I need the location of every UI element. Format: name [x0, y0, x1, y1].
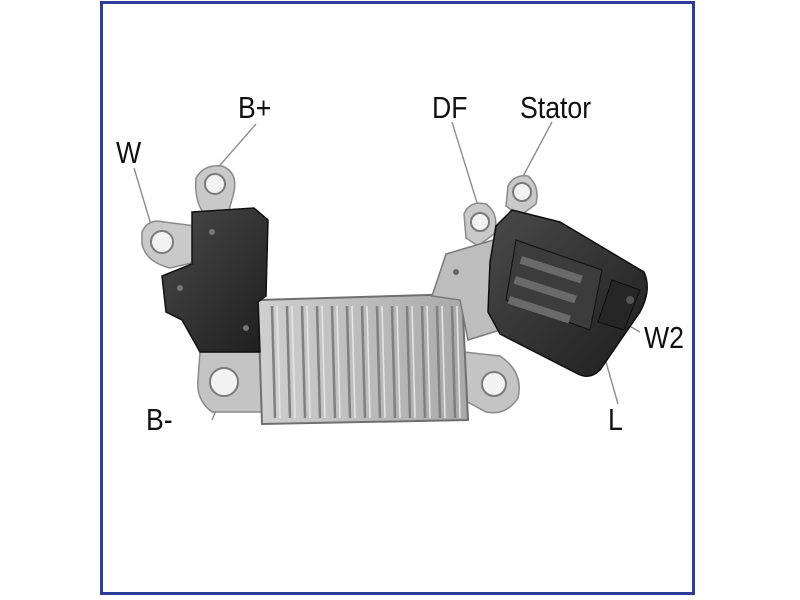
label-df: DF [432, 90, 468, 125]
heatsink-fins [270, 305, 461, 419]
heatsink-fin [360, 305, 367, 419]
heatsink-fin-highlight [291, 305, 296, 419]
heatsink-fin-highlight [336, 305, 341, 419]
heatsink-fin [405, 305, 412, 419]
heatsink-fin-highlight [426, 305, 431, 419]
label-stator: Stator [520, 90, 592, 125]
label-b-minus: B- [146, 402, 173, 437]
heatsink-fin-highlight [411, 305, 416, 419]
b-plus-terminal [194, 165, 236, 215]
heatsink-fin-highlight [366, 305, 371, 419]
heatsink-fin [435, 305, 442, 419]
heatsink-fin [270, 305, 277, 419]
right-mounting-terminal [463, 351, 520, 414]
heatsink-fin-highlight [321, 305, 326, 419]
heatsink-fin-highlight [351, 305, 356, 419]
label-w: W [116, 135, 142, 170]
heatsink-fin [315, 305, 322, 419]
heatsink-fin-highlight [396, 305, 401, 419]
heatsink-fin-highlight [306, 305, 311, 419]
heatsink-fin-highlight [456, 305, 461, 419]
heatsink-fin [285, 305, 292, 419]
heatsink-fin-highlight [381, 305, 386, 419]
label-l: L [608, 402, 623, 437]
b-minus-terminal [197, 351, 263, 413]
heatsink-fin [300, 305, 307, 419]
heatsink-fin [420, 305, 427, 419]
heatsink-fin [450, 305, 457, 419]
heatsink-fin [375, 305, 382, 419]
heatsink-fin [345, 305, 352, 419]
connector-housing [487, 209, 648, 377]
heatsink-fin [390, 305, 397, 419]
w-terminal [141, 220, 197, 269]
heatsink-fin-highlight [441, 305, 446, 419]
stator-terminal [505, 174, 538, 217]
label-b-plus: B+ [238, 90, 272, 125]
label-w2: W2 [644, 320, 684, 355]
heatsink-fin [330, 305, 337, 419]
heatsink-fin-highlight [276, 305, 281, 419]
df-terminal [463, 202, 497, 247]
left-housing [161, 207, 269, 353]
